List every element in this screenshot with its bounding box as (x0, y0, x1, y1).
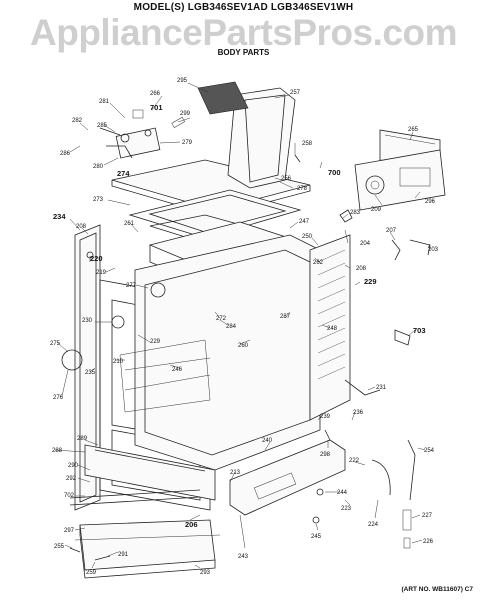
callout-223: 223 (341, 506, 352, 512)
side-panel-right (309, 234, 351, 421)
callout-274: 274 (117, 169, 130, 178)
callout-235: 235 (85, 370, 96, 376)
callout-227: 227 (422, 513, 433, 519)
callout-224: 224 (368, 522, 379, 528)
model-title: MODEL(S) LGB346SEV1AD LGB346SEV1WH (133, 2, 354, 13)
callout-277: 277 (126, 283, 137, 289)
callout-296: 296 (425, 199, 436, 205)
section-title: BODY PARTS (217, 48, 270, 57)
callout-234: 234 (53, 212, 66, 221)
callout-297: 297 (64, 528, 75, 534)
callout-287: 287 (280, 314, 291, 320)
small-parts (61, 154, 431, 561)
callout-246: 246 (172, 367, 183, 373)
callout-284: 284 (226, 324, 237, 330)
callout-265: 265 (408, 127, 419, 133)
callout-244: 244 (337, 490, 348, 496)
callout-275: 275 (50, 341, 61, 347)
callout-204: 204 (360, 241, 371, 247)
leader-lines (54, 82, 431, 569)
callout-240: 240 (262, 438, 273, 444)
callout-226: 226 (423, 539, 434, 545)
callout-255: 255 (54, 544, 65, 550)
callout-298: 298 (320, 452, 331, 458)
callout-262: 262 (313, 260, 324, 266)
back-guard-panel (354, 149, 446, 211)
callout-210: 210 (113, 359, 124, 365)
callout-231: 231 (376, 385, 387, 391)
callout-207: 207 (386, 228, 397, 234)
broiler-drawer (84, 444, 216, 501)
callout-701: 701 (150, 103, 163, 112)
callout-289: 289 (77, 436, 88, 442)
vent-duct (227, 87, 296, 189)
callout-288: 288 (52, 448, 63, 454)
callout-239: 239 (320, 414, 331, 420)
callout-703: 703 (413, 326, 426, 335)
base-pan (74, 519, 221, 579)
callout-266: 266 (150, 91, 161, 97)
watermark: AppliancePartsPros.com (30, 12, 457, 53)
callout-272: 272 (216, 316, 227, 322)
callout-295: 295 (177, 78, 188, 84)
callout-247: 247 (299, 219, 310, 225)
side-panel-left (74, 224, 101, 511)
callout-293: 293 (200, 570, 211, 576)
callout-256: 256 (281, 176, 292, 182)
callout-279: 279 (182, 140, 193, 146)
callout-254: 254 (424, 448, 435, 454)
callout-222: 222 (349, 458, 360, 464)
callout-245: 245 (311, 534, 322, 540)
drawer-rail (69, 489, 201, 506)
art-number: (ART NO. WB11607) C7 (401, 586, 473, 593)
callout-229-right: 229 (364, 277, 377, 286)
callout-259: 259 (86, 570, 97, 576)
callout-203: 203 (428, 247, 439, 253)
callout-281: 281 (99, 99, 110, 105)
callout-208-top: 208 (76, 224, 87, 230)
callout-278: 278 (297, 186, 308, 192)
callout-280: 280 (93, 164, 104, 170)
heat-shield (197, 81, 249, 115)
callout-209: 209 (371, 207, 382, 213)
callout-208-right: 208 (356, 266, 367, 272)
callout-229-mid: 229 (150, 339, 161, 345)
callout-292: 292 (66, 476, 77, 482)
callout-258: 258 (302, 141, 313, 147)
callout-286: 286 (60, 151, 71, 157)
callout-702: 702 (64, 493, 75, 499)
callout-276: 276 (53, 395, 64, 401)
callout-260: 260 (238, 343, 249, 349)
callout-282: 282 (72, 118, 83, 124)
callout-230: 230 (82, 318, 93, 324)
callout-257: 257 (290, 90, 301, 96)
callout-700: 700 (328, 168, 341, 177)
callout-236: 236 (353, 410, 364, 416)
oven-cavity (119, 234, 321, 471)
callout-206: 206 (185, 520, 198, 529)
callout-219: 219 (96, 270, 107, 276)
callout-291: 291 (118, 552, 129, 558)
callout-273: 273 (93, 197, 104, 203)
callout-290: 290 (68, 463, 79, 469)
callout-283: 283 (350, 210, 361, 216)
callout-243: 243 (238, 554, 249, 560)
callout-220: 220 (90, 254, 103, 263)
callout-261: 261 (124, 221, 135, 227)
valve-manifold (99, 109, 186, 159)
callout-250: 250 (302, 234, 313, 240)
callout-299: 299 (180, 111, 191, 117)
callout-labels: 295 257 266 281 701 299 285 282 286 279 … (50, 78, 439, 576)
callout-285: 285 (97, 123, 108, 129)
callout-248: 248 (327, 326, 338, 332)
callout-213: 213 (230, 470, 241, 476)
